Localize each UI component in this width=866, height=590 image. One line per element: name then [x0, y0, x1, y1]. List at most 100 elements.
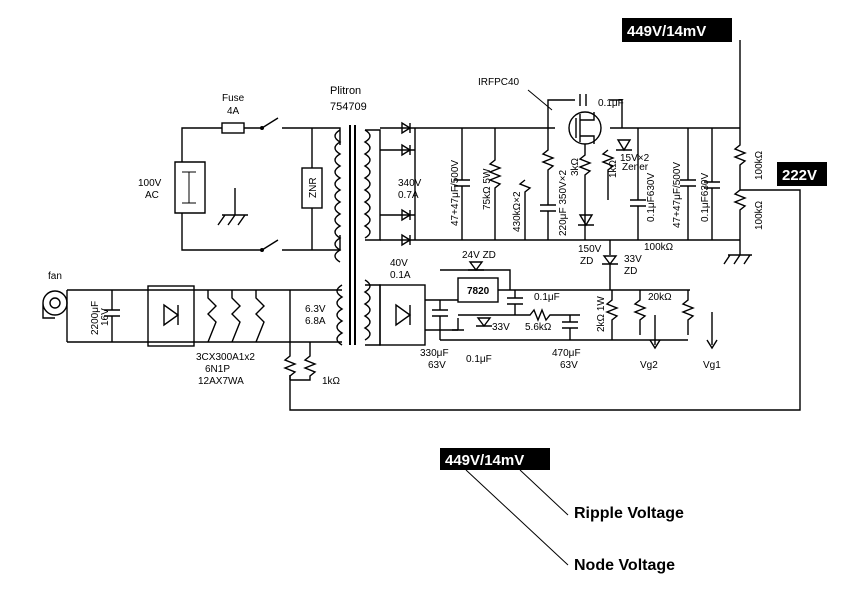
zener-150v	[578, 214, 594, 227]
r20k-label: 20kΩ	[648, 292, 672, 303]
legend-badge-box	[440, 448, 550, 470]
resistor-56k	[458, 308, 580, 322]
bias-voltage: 40V	[390, 258, 408, 269]
hv-output-filter: 47+47μF/500V 0.1μF630V 100kΩ 100kΩ 100kΩ	[289, 40, 801, 411]
bias-bridge-diode	[395, 303, 412, 327]
switch-contact-b	[260, 248, 264, 252]
vg2-label: Vg2	[640, 360, 658, 371]
pot-vg1	[681, 290, 695, 335]
c01-reg-out-label: 0.1μF	[534, 292, 560, 303]
fuse-symbol	[221, 122, 245, 134]
gate-cap-label: 0.1μF	[598, 98, 624, 109]
r75k-label: 75kΩ 5W	[482, 168, 493, 210]
cap-330uf	[432, 300, 448, 340]
hv-rectifier: 340V 0.7A	[365, 121, 422, 247]
zd33-label: 33V	[624, 254, 642, 265]
hv-secondary-wires	[365, 129, 381, 241]
transformer-core	[349, 125, 356, 345]
zd150-label-b: ZD	[580, 256, 593, 267]
filament-3	[255, 290, 265, 343]
mosfet-symbol	[568, 111, 602, 145]
legend-node: Node Voltage	[574, 557, 675, 574]
hv-secondary-voltage: 340V	[398, 178, 422, 189]
r56k-label: 5.6kΩ	[525, 322, 552, 333]
r100k-mid-label: 100kΩ	[644, 242, 674, 253]
diode-3	[401, 208, 412, 222]
filament-1	[207, 290, 217, 343]
bias-current: 0.1A	[390, 270, 411, 281]
diode-2	[401, 143, 412, 157]
fuse-label: Fuse	[222, 93, 245, 104]
c470-label: 470μF	[552, 348, 581, 359]
heater-secondary-winding	[336, 284, 344, 346]
badge-top-text: 449V/14mV	[627, 23, 706, 40]
tube-2: 6N1P	[205, 364, 230, 375]
tube-1: 3CX300A1x2	[196, 352, 255, 363]
resistor-3k-a	[541, 128, 555, 190]
fan-label: fan	[48, 271, 62, 282]
cap-01uf-630v-a	[630, 128, 646, 240]
c220-label: 220μF 350V×2	[558, 169, 569, 236]
c330-v-label: 63V	[428, 360, 446, 371]
mosfet-regulator: IRFPC40 0.1μF 3kΩ 1kΩ 15V×2 Zener 150V Z…	[478, 77, 657, 267]
main-cap-label: 47+47μF/500V	[450, 160, 461, 226]
heater-bridge-diode	[163, 303, 180, 327]
legend: 449V/14mV Ripple Voltage Node Voltage	[440, 448, 684, 574]
badge-top: 449V/14mV	[622, 18, 732, 42]
bridge-wires	[380, 127, 415, 241]
r1k-gate-label: 1kΩ	[608, 159, 619, 178]
zener-33v-reg	[476, 317, 492, 328]
heater-bridge	[147, 285, 195, 347]
tube-3: 12AX7WA	[198, 376, 244, 387]
heater-supply: fan 2200μF 16V 3CX300A1x2 6N1P 12AX7WA 6…	[42, 271, 342, 387]
resistor-3k	[578, 144, 592, 240]
fan-cap	[104, 290, 120, 342]
r430k-label: 430kΩ×2	[512, 191, 523, 232]
cap-220uf	[540, 190, 556, 240]
badge-right: 222V	[777, 162, 827, 186]
zd150-label: 150V	[578, 244, 602, 255]
reg-zener-wire	[440, 269, 511, 290]
out-cap-label: 47+47μF/500V	[672, 162, 683, 228]
primary-winding	[334, 129, 342, 263]
reg-label: 7820	[467, 286, 490, 297]
mains-type: AC	[145, 190, 159, 201]
mains-live-wire	[181, 127, 222, 162]
c01-reg-label: 0.1μF	[466, 354, 492, 365]
bias-bridge	[379, 284, 426, 346]
fan-symbol	[42, 290, 68, 319]
mains-voltage: 100V	[138, 178, 162, 189]
bias-secondary-winding	[363, 279, 371, 341]
mains-input-section: ZNR 100V AC Fuse 4A	[138, 93, 341, 252]
r3k-label: 3kΩ	[570, 157, 581, 176]
ac-plug-pins	[182, 171, 196, 204]
legend-ripple: Ripple Voltage	[574, 505, 684, 522]
transformer-part: 754709	[330, 101, 367, 113]
legend-badge-text: 449V/14mV	[445, 452, 524, 469]
zener15-label: 15V×2	[620, 153, 650, 164]
r100k-top-label: 100kΩ	[754, 150, 765, 180]
c470-v-label: 63V	[560, 360, 578, 371]
zener15-label-b: Zener	[622, 162, 649, 173]
vg1-arrow	[706, 312, 718, 350]
c01-630-a-label: 0.1μF630V	[646, 173, 657, 222]
zd24-label: 24V ZD	[462, 250, 496, 261]
diode-1	[401, 121, 412, 135]
filament-2	[231, 290, 241, 343]
grid-bias-network: 33V ZD 2kΩ 1W 20kΩ Vg2 Vg1	[580, 240, 721, 371]
z33-reg-label: 33V	[492, 322, 510, 333]
c330-label: 330μF	[420, 348, 449, 359]
zener-33v	[602, 255, 618, 266]
legend-node-leader	[465, 469, 569, 566]
badge-top-box	[622, 18, 732, 42]
chassis-ground	[217, 188, 248, 226]
heater-voltage: 6.3V	[305, 304, 326, 315]
ac-plug	[174, 161, 206, 214]
transformer: Plitron 754709	[330, 85, 371, 346]
resistor-1k-gate	[601, 149, 615, 200]
vg2-arrow	[649, 315, 661, 350]
mosfet-internals	[575, 112, 595, 144]
znr-label: ZNR	[308, 177, 319, 198]
resistor-2k	[605, 290, 619, 340]
